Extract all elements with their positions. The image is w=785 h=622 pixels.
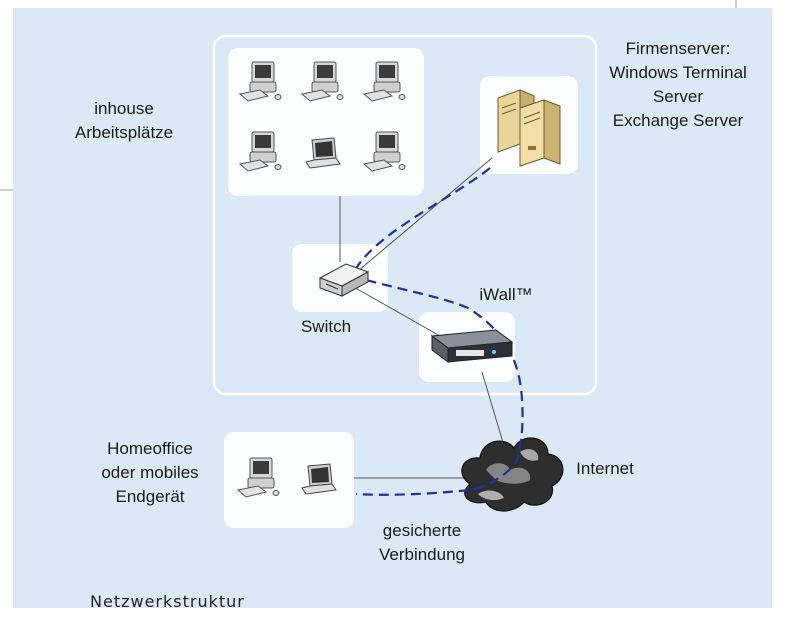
homeoffice-panel [224, 432, 354, 528]
switch-label: Switch [301, 317, 351, 336]
company-network-boundary [212, 34, 598, 396]
wire-switch-iwall [351, 285, 441, 337]
firewall-icon [430, 329, 514, 363]
diagram-caption: Netzwerkstruktur [90, 592, 245, 611]
wire-switch-server [351, 157, 493, 277]
switch-icon [318, 263, 370, 297]
secure-tunnel [350, 167, 524, 496]
cloud-icon [461, 437, 564, 512]
iwall-label: iWall™ [479, 285, 532, 304]
server-icon [497, 89, 561, 167]
internet-label: Internet [576, 459, 634, 478]
